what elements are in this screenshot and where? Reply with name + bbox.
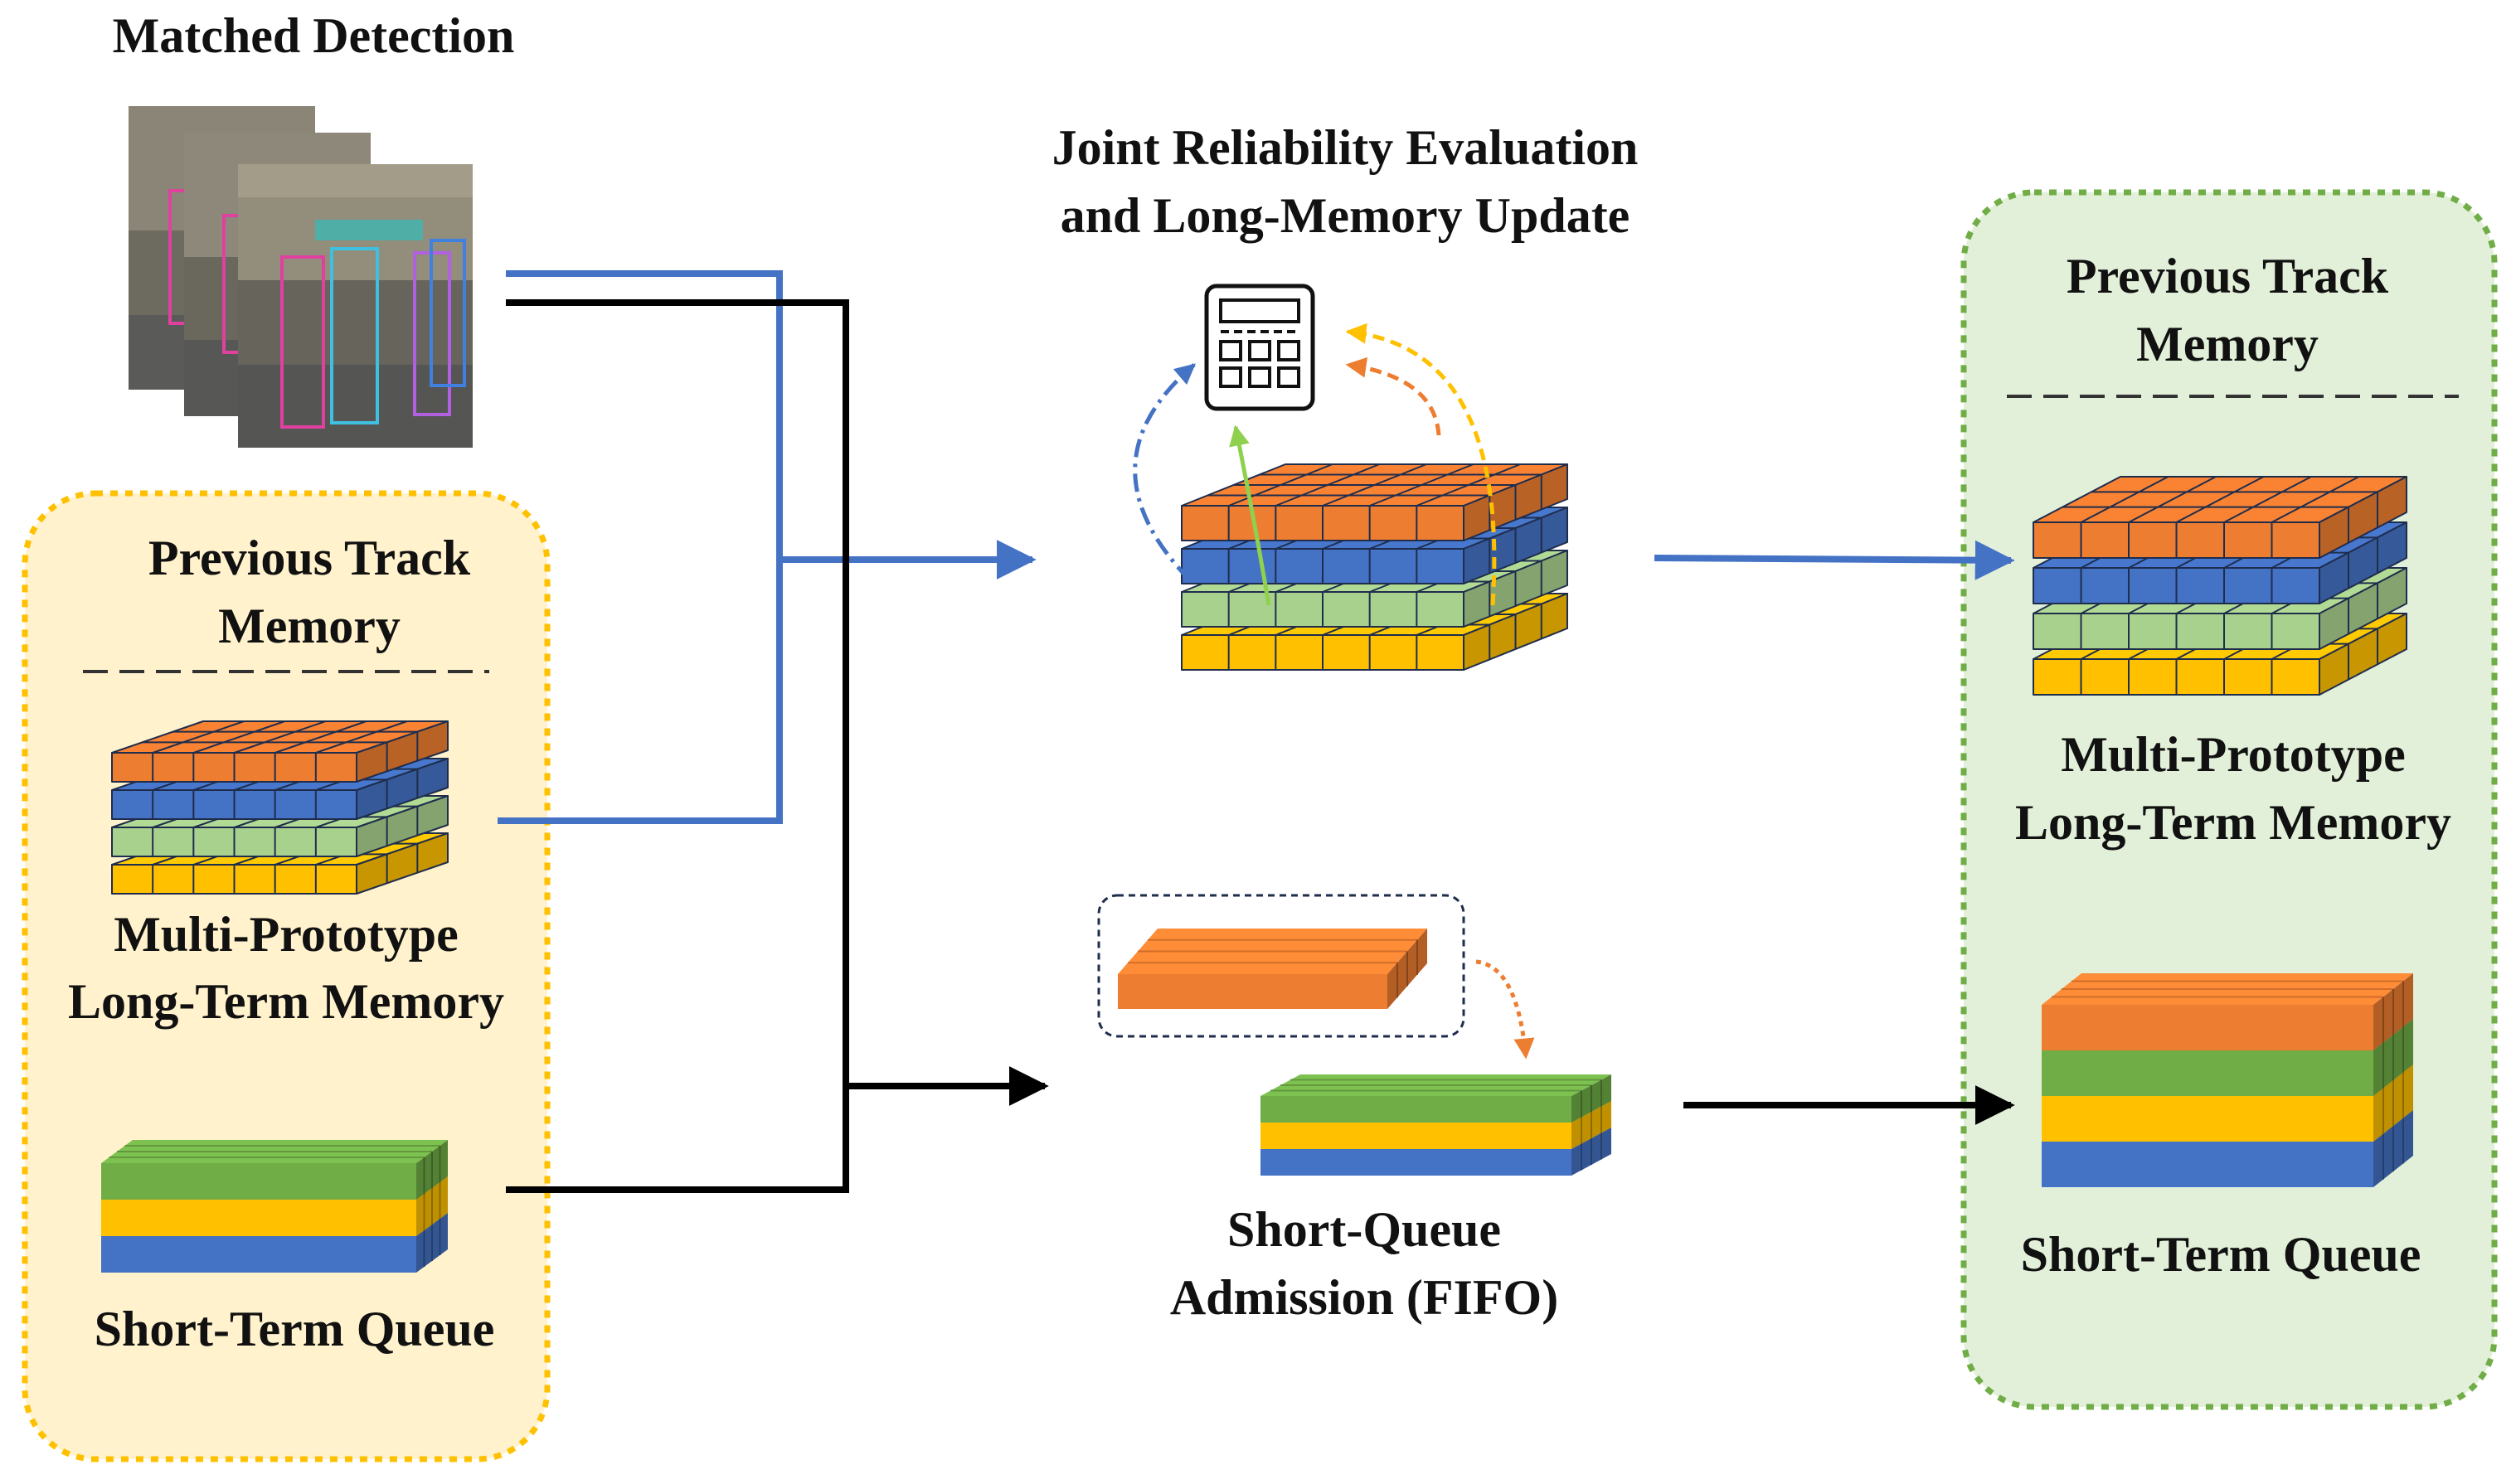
right-memory-title-line1: Previous Track: [2067, 249, 2389, 303]
candidate-feature-bar: [1118, 929, 1427, 1009]
left-short-term-queue: [101, 1140, 448, 1273]
admission-arrow: [1475, 959, 1535, 1060]
right-long-memory-label-line1: Multi-Prototype: [2061, 727, 2405, 782]
blue-feedback-arrow: [1133, 363, 1196, 582]
long-memory-blue-connector: [498, 560, 783, 824]
slab-grid-line: [274, 720, 367, 754]
queue-front: [101, 1236, 416, 1273]
left-short-queue-label: Short-Term Queue: [95, 1302, 495, 1356]
evaluation-arrows: [1133, 323, 1497, 606]
admission-title-line2: Admission (FIFO): [1170, 1270, 1558, 1325]
center-long-term-memory-stack: [1181, 463, 1568, 671]
orange-candidate-bar: [1118, 929, 1427, 1009]
orange-queue-bar: [2042, 973, 2413, 1050]
flow-connectors: [498, 270, 2015, 1193]
queue-front: [2042, 1142, 2373, 1187]
slab-grid-line: [2223, 476, 2312, 523]
calculator-icon: [1204, 284, 1315, 411]
right-short-queue-label: Short-Term Queue: [2021, 1227, 2421, 1282]
left-long-memory-label-line2: Long-Term Memory: [68, 974, 504, 1029]
queue-front: [1118, 974, 1387, 1009]
queue-front: [1260, 1149, 1571, 1176]
green-queue-bar: [1260, 1074, 1611, 1123]
right-short-term-queue: [2042, 973, 2413, 1187]
right-memory-title-line2: Memory: [2136, 317, 2319, 371]
orange-prototype-layer: [1181, 463, 1568, 541]
slab-grid-line: [2271, 476, 2359, 523]
orange-prototype-layer: [111, 720, 449, 783]
left-long-term-memory-stack: [111, 720, 449, 895]
queue-front: [101, 1163, 416, 1200]
admission-title-line1: Short-Queue: [1227, 1202, 1501, 1257]
queue-front: [2042, 1050, 2373, 1096]
queue-front: [1260, 1096, 1571, 1123]
detection-blue-connector: [506, 270, 783, 560]
joint-eval-title-line1: Joint Reliability Evaluation: [1052, 120, 1639, 175]
slab-grid-line: [234, 720, 326, 754]
queue-front: [101, 1200, 416, 1236]
left-memory-title-line1: Previous Track: [148, 531, 471, 585]
slab-grid-line: [2128, 476, 2217, 523]
video-frame: [238, 164, 473, 448]
candidate-feature-box: [1097, 894, 1465, 1038]
queue-front: [2042, 1005, 2373, 1050]
matched-detection-title: Matched Detection: [113, 8, 515, 63]
detection-black-connector: [506, 299, 849, 1193]
orange-prototype-layer: [2033, 476, 2407, 559]
slab-grid-line: [2176, 476, 2264, 523]
green-queue-bar: [101, 1140, 448, 1200]
right-long-term-memory-stack: [2033, 476, 2407, 696]
center-short-queue: [1260, 1074, 1611, 1176]
right-long-memory-label-line2: Long-Term Memory: [2015, 795, 2451, 850]
queue-front: [2042, 1096, 2373, 1142]
green-update-arrow: [1229, 424, 1271, 606]
slab-grid-line: [2081, 476, 2169, 523]
left-long-memory-label-line1: Multi-Prototype: [114, 907, 458, 962]
blue-arrow-to-right-memory: [1654, 540, 2015, 580]
left-memory-title-line2: Memory: [218, 599, 401, 653]
slab-grid-line: [315, 720, 408, 754]
orange-update-arrow: [1345, 356, 1441, 436]
slab-grid-line: [152, 720, 245, 754]
joint-eval-title-line2: and Long-Memory Update: [1061, 188, 1630, 243]
queue-front: [1260, 1123, 1571, 1149]
yellow-update-arrow: [1345, 323, 1497, 606]
matched-detection-frames: [129, 106, 473, 448]
slab-grid-line: [193, 720, 285, 754]
